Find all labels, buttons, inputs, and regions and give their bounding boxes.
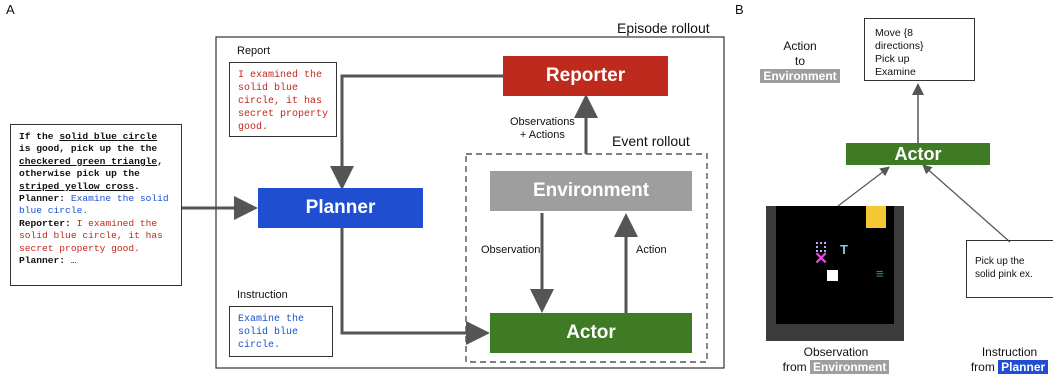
reporter-speaker: Reporter: xyxy=(19,217,71,229)
panel-a-letter: A xyxy=(6,2,15,17)
from-word-2: from xyxy=(970,360,995,374)
actor-label: Actor xyxy=(566,322,616,343)
planner-utterance: Examine the solid blue circle. xyxy=(19,193,169,217)
environment-box: Environment xyxy=(490,171,692,211)
planner-to-actor-arrow xyxy=(340,228,490,345)
episode-rollout-label: Episode rollout xyxy=(617,20,710,36)
report-label: Report xyxy=(237,45,271,57)
environment-tag-b: Environment xyxy=(810,360,890,374)
planner-tag: Planner xyxy=(998,360,1049,374)
instruction-note: Examine the solid blue circle. xyxy=(229,306,333,357)
planner-speaker-2: Planner: xyxy=(19,255,66,267)
action-word: Action xyxy=(783,39,817,53)
panel-b-letter: B xyxy=(735,2,744,17)
observation-word: Observation xyxy=(803,345,869,359)
reporter-utterance: I examined the solid blue circle, it has… xyxy=(19,217,163,254)
prompt-text-2: is good, pick up the the xyxy=(19,143,158,155)
prompt-object-1: solid blue circle xyxy=(59,131,158,142)
reporter-box: Reporter xyxy=(503,56,668,96)
prompt-dialogue-box: If the solid blue circle is good, pick u… xyxy=(10,124,182,286)
prompt-text-4: . xyxy=(134,180,140,192)
environment-tag: Environment xyxy=(760,69,840,83)
planner-speaker: Planner: xyxy=(19,193,66,205)
ellipsis: … xyxy=(65,255,77,267)
observation-label: Observation xyxy=(481,244,541,256)
instruction-word: Instruction xyxy=(981,345,1038,359)
to-word: to xyxy=(794,54,805,68)
blue-t-object: T xyxy=(840,242,848,257)
episode-rollout-frame xyxy=(215,36,725,369)
event-rollout-label: Event rollout xyxy=(612,133,690,149)
yellow-object xyxy=(866,206,886,228)
instruction-from-planner-label: Instruction from Planner xyxy=(966,345,1053,375)
prompt-text-1: If the xyxy=(19,131,60,142)
action-examine: Examine xyxy=(875,66,916,78)
prompt-object-3: striped yellow cross xyxy=(19,180,135,192)
instruction-label: Instruction xyxy=(237,289,288,301)
prompt-text-3: , otherwise pick up the xyxy=(19,155,163,180)
action-move: Move {8 directions} xyxy=(875,27,924,52)
observations-actions-label: Observations + Actions xyxy=(510,116,575,141)
prompt-object-2: checkered green triangle xyxy=(19,155,158,167)
teal-striped-object: ≡ xyxy=(876,266,884,281)
planner-box: Planner xyxy=(258,188,423,228)
action-label: Action xyxy=(636,244,667,256)
lavender-object xyxy=(816,242,826,252)
actor-box: Actor xyxy=(490,313,692,353)
agent-square xyxy=(827,270,838,281)
action-pickup: Pick up xyxy=(875,53,910,65)
actor-label-b: Actor xyxy=(894,143,942,164)
action-space-box: Move {8 directions} Pick up Examine xyxy=(864,18,975,81)
from-word: from xyxy=(782,360,807,374)
observation-to-actor-line xyxy=(837,166,890,207)
pink-cross-object: ✕ xyxy=(814,249,829,268)
instruction-box-b: Pick up the solid pink ex. xyxy=(966,240,1053,298)
report-note: I examined the solid blue circle, it has… xyxy=(229,62,337,137)
reporter-to-planner-arrow xyxy=(330,74,503,190)
planner-label: Planner xyxy=(305,197,376,218)
action-to-env-label: Action to Environment xyxy=(760,39,840,84)
observation-frame: ✕ T ≡ xyxy=(766,206,904,341)
instruction-to-actor-line xyxy=(922,164,1011,243)
actor-box-b: Actor xyxy=(846,143,990,165)
reporter-label: Reporter xyxy=(545,65,626,86)
environment-label: Environment xyxy=(532,180,650,201)
observation-from-env-label: Observation from Environment xyxy=(774,345,898,375)
